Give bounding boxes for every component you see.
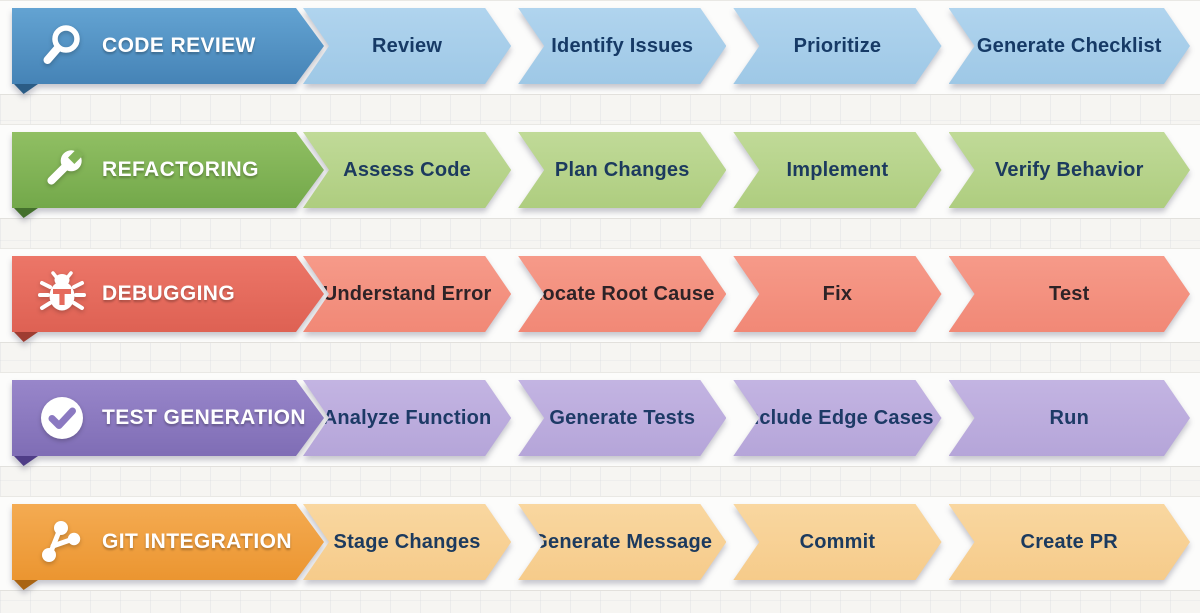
workflow-band-test-generation: TEST GENERATION Analyze Function Generat… xyxy=(0,372,1200,467)
row-header-git-integration: GIT INTEGRATION xyxy=(12,504,324,580)
ribbon-fold xyxy=(14,580,38,590)
workflow-band-git-integration: GIT INTEGRATION Stage Changes Generate M… xyxy=(0,496,1200,591)
row-title: REFACTORING xyxy=(102,158,259,181)
row-header-code-review: CODE REVIEW xyxy=(12,8,324,84)
step: Generate Checklist xyxy=(949,8,1190,84)
row-title: DEBUGGING xyxy=(102,282,236,305)
step: Commit xyxy=(733,504,941,580)
row-title: CODE REVIEW xyxy=(102,34,256,57)
step: Review xyxy=(303,8,511,84)
step: Generate Tests xyxy=(518,380,726,456)
steps: Stage Changes Generate Message Commit Cr… xyxy=(303,504,1190,580)
steps: Understand Error Locate Root Cause Fix T… xyxy=(303,256,1190,332)
workflow-row: TEST GENERATION Analyze Function Generat… xyxy=(12,380,1190,466)
row-title: GIT INTEGRATION xyxy=(102,530,292,553)
step: Stage Changes xyxy=(303,504,511,580)
git-branch-icon xyxy=(38,518,86,566)
steps: Review Identify Issues Prioritize Genera… xyxy=(303,8,1190,84)
step: Locate Root Cause xyxy=(518,256,726,332)
step: Include Edge Cases xyxy=(733,380,941,456)
steps: Analyze Function Generate Tests Include … xyxy=(303,380,1190,456)
step: Prioritize xyxy=(733,8,941,84)
workflow-row: GIT INTEGRATION Stage Changes Generate M… xyxy=(12,504,1190,590)
step: Implement xyxy=(733,132,941,208)
row-header-test-generation: TEST GENERATION xyxy=(12,380,324,456)
ribbon-fold xyxy=(14,332,38,342)
magnifier-icon xyxy=(38,22,86,70)
workflow-row: CODE REVIEW Review Identify Issues Prior… xyxy=(12,8,1190,94)
wrench-icon xyxy=(38,146,86,194)
step: Assess Code xyxy=(303,132,511,208)
ribbon-fold xyxy=(14,208,38,218)
step: Create PR xyxy=(949,504,1190,580)
row-header-refactoring: REFACTORING xyxy=(12,132,324,208)
workflow-band-refactoring: REFACTORING Assess Code Plan Changes Imp… xyxy=(0,124,1200,219)
step: Test xyxy=(949,256,1190,332)
step: Verify Behavior xyxy=(949,132,1190,208)
row-title: TEST GENERATION xyxy=(102,406,306,429)
step: Fix xyxy=(733,256,941,332)
workflow-band-code-review: CODE REVIEW Review Identify Issues Prior… xyxy=(0,0,1200,95)
steps: Assess Code Plan Changes Implement Verif… xyxy=(303,132,1190,208)
bug-icon xyxy=(38,270,86,318)
workflow-row: DEBUGGING Understand Error Locate Root C… xyxy=(12,256,1190,342)
workflow-band-debugging: DEBUGGING Understand Error Locate Root C… xyxy=(0,248,1200,343)
row-header-debugging: DEBUGGING xyxy=(12,256,324,332)
checkmark-icon xyxy=(38,394,86,442)
ribbon-fold xyxy=(14,84,38,94)
step: Plan Changes xyxy=(518,132,726,208)
step: Understand Error xyxy=(303,256,511,332)
step: Analyze Function xyxy=(303,380,511,456)
step: Generate Message xyxy=(518,504,726,580)
ribbon-fold xyxy=(14,456,38,466)
workflow-row: REFACTORING Assess Code Plan Changes Imp… xyxy=(12,132,1190,218)
step: Identify Issues xyxy=(518,8,726,84)
step: Run xyxy=(949,380,1190,456)
